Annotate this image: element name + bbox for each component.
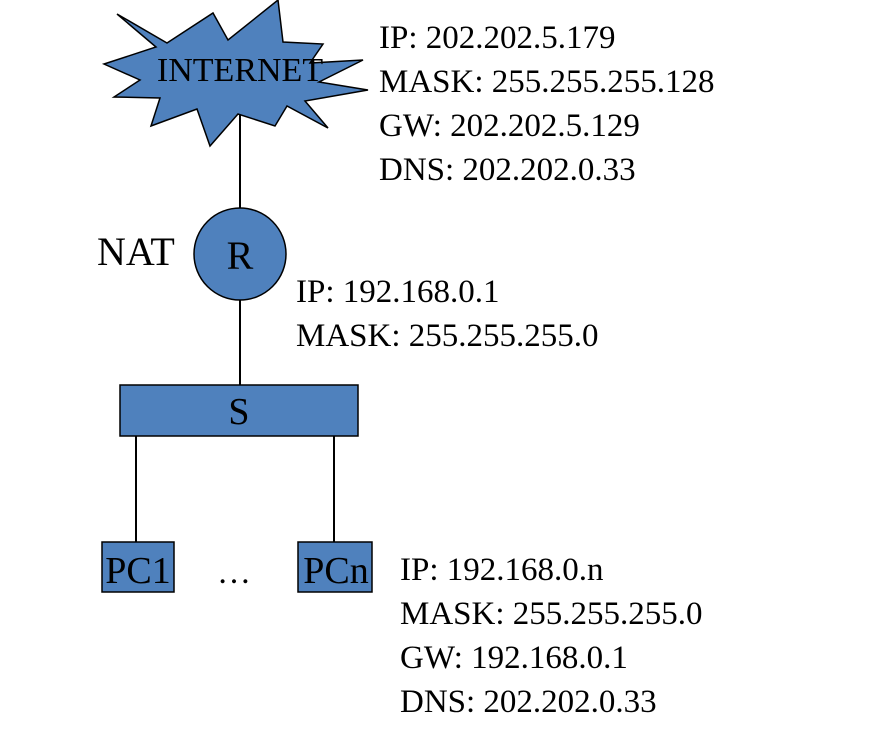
pc-mask: MASK: 255.255.255.0 bbox=[400, 596, 703, 632]
pcn-label: PCn bbox=[303, 550, 368, 592]
pc1-node bbox=[101, 541, 175, 593]
internet-config-info: IP: 202.202.5.179 MASK: 255.255.255.128 … bbox=[379, 16, 715, 192]
pc1-label: PC1 bbox=[105, 550, 170, 592]
internet-dns: DNS: 202.202.0.33 bbox=[379, 152, 636, 188]
pc-ellipsis: … bbox=[217, 554, 251, 591]
internet-mask: MASK: 255.255.255.128 bbox=[379, 64, 715, 100]
router-lan-ip: IP: 192.168.0.1 bbox=[296, 274, 500, 310]
internet-ip: IP: 202.202.5.179 bbox=[379, 20, 616, 56]
nat-label: NAT bbox=[97, 229, 175, 274]
router-node bbox=[193, 207, 287, 301]
pcn-node bbox=[297, 541, 373, 593]
switch-label: S bbox=[228, 391, 249, 433]
router-lan-config-info: IP: 192.168.0.1 MASK: 255.255.255.0 bbox=[296, 270, 599, 358]
internet-cloud-icon bbox=[101, 0, 369, 148]
internet-label: INTERNET bbox=[157, 52, 323, 89]
pc-gateway: GW: 192.168.0.1 bbox=[400, 640, 628, 676]
internet-gateway: GW: 202.202.5.129 bbox=[379, 108, 640, 144]
pc-config-info: IP: 192.168.0.n MASK: 255.255.255.0 GW: … bbox=[400, 548, 703, 724]
pc-ip: IP: 192.168.0.n bbox=[400, 552, 604, 588]
router-label: R bbox=[227, 233, 254, 278]
switch-node bbox=[119, 384, 359, 437]
router-lan-mask: MASK: 255.255.255.0 bbox=[296, 318, 599, 354]
pc-dns: DNS: 202.202.0.33 bbox=[400, 684, 657, 720]
